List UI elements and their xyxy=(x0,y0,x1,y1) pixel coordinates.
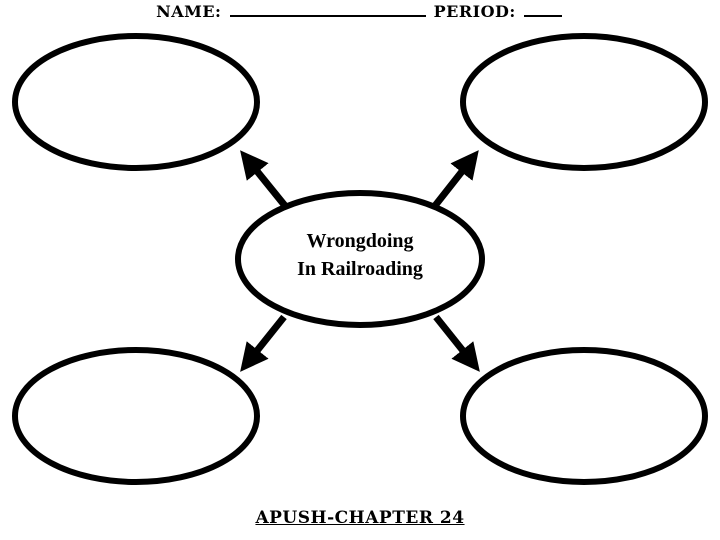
oval-top-left[interactable] xyxy=(12,33,260,171)
center-oval xyxy=(235,190,485,328)
chapter-title: APUSH-CHAPTER 24 xyxy=(255,508,465,528)
arrow-bottom-right xyxy=(433,314,480,372)
name-label: NAME: xyxy=(156,2,222,21)
oval-bottom-right[interactable] xyxy=(460,347,708,485)
period-blank[interactable] xyxy=(523,3,562,17)
name-blank[interactable] xyxy=(229,3,426,17)
period-label: PERIOD: xyxy=(433,2,516,21)
arrow-top-left xyxy=(240,150,289,210)
oval-bottom-left[interactable] xyxy=(12,347,260,485)
oval-top-right[interactable] xyxy=(460,33,708,171)
center-label-line1: Wrongdoing xyxy=(306,230,413,252)
worksheet-header: NAME: PERIOD: xyxy=(0,2,720,21)
arrow-bottom-left xyxy=(240,314,287,372)
arrow-top-right xyxy=(431,150,479,210)
center-label-line2: In Railroading xyxy=(297,258,423,280)
